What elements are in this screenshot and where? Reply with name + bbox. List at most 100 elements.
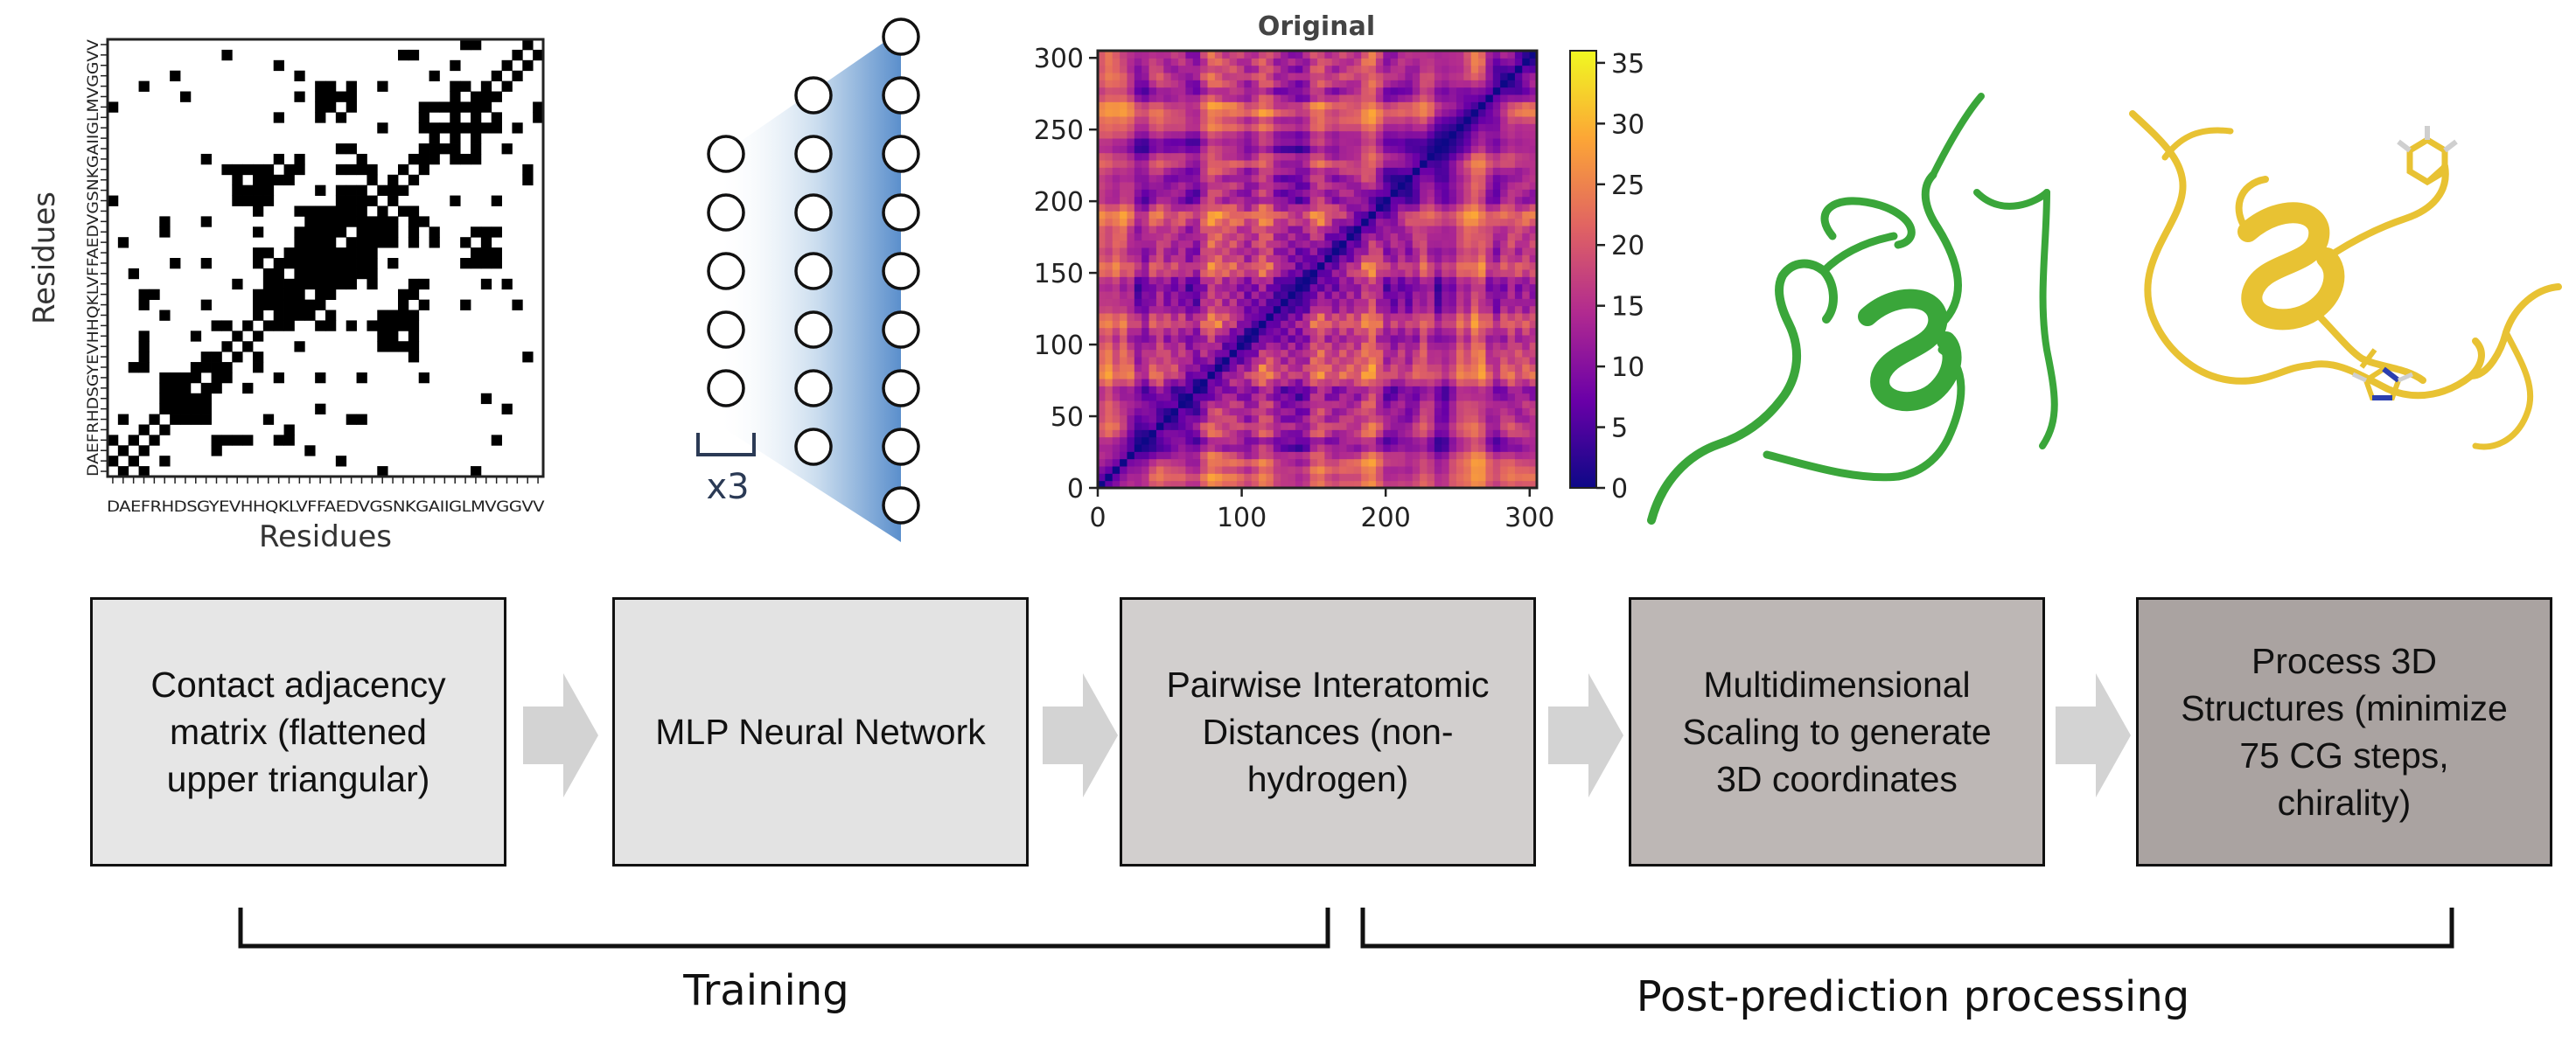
contact-cell bbox=[480, 393, 492, 405]
heat-cell bbox=[1200, 276, 1208, 285]
heat-cell bbox=[1192, 101, 1201, 110]
heat-cell bbox=[1266, 379, 1274, 386]
heat-cell bbox=[1353, 473, 1362, 482]
heat-cell bbox=[1178, 80, 1186, 88]
heat-cell bbox=[1405, 218, 1414, 226]
heat-cell bbox=[1251, 276, 1260, 285]
heat-cell bbox=[1442, 400, 1450, 408]
heat-cell bbox=[1353, 182, 1362, 190]
heat-cell bbox=[1178, 349, 1186, 358]
contact-cell bbox=[480, 91, 492, 102]
contact-cell bbox=[262, 174, 275, 186]
heat-cell bbox=[1222, 386, 1231, 394]
heat-cell bbox=[1456, 73, 1464, 80]
post-processing-bracket bbox=[1360, 908, 2454, 949]
heat-cell bbox=[1405, 335, 1414, 343]
heat-cell bbox=[1141, 51, 1150, 59]
heat-cell bbox=[1266, 160, 1274, 168]
heat-cell bbox=[1346, 400, 1355, 408]
contact-cell bbox=[108, 435, 119, 446]
heat-cell bbox=[1120, 123, 1127, 132]
heat-cell bbox=[1507, 101, 1516, 110]
heat-cell bbox=[1148, 138, 1157, 146]
heat-cell bbox=[1127, 298, 1135, 307]
heat-cell bbox=[1266, 123, 1274, 132]
heat-cell bbox=[1207, 429, 1216, 438]
heat-cell bbox=[1170, 73, 1179, 80]
heat-cell bbox=[1120, 451, 1127, 460]
heat-cell bbox=[1434, 94, 1442, 102]
heat-cell bbox=[1470, 386, 1479, 394]
heat-cell bbox=[1148, 320, 1157, 329]
heat-cell bbox=[1353, 261, 1362, 270]
heat-cell bbox=[1427, 276, 1435, 285]
heat-cell bbox=[1331, 386, 1340, 394]
heat-cell bbox=[1185, 189, 1194, 198]
heat-cell bbox=[1236, 204, 1245, 212]
heat-cell bbox=[1273, 80, 1281, 88]
contact-cell bbox=[418, 164, 429, 176]
heat-cell bbox=[1427, 458, 1435, 467]
heat-cell bbox=[1127, 160, 1135, 168]
heat-cell bbox=[1148, 167, 1157, 176]
predicted-coil-i bbox=[1973, 189, 2050, 210]
heat-cell bbox=[1507, 51, 1516, 59]
heat-cell bbox=[1485, 422, 1494, 430]
heat-cell bbox=[1259, 466, 1267, 474]
heat-cell bbox=[1236, 349, 1245, 358]
heat-cell bbox=[1405, 211, 1414, 219]
heat-cell bbox=[1251, 65, 1260, 73]
heat-cell bbox=[1442, 189, 1450, 198]
heat-cell bbox=[1200, 167, 1208, 176]
contact-cell bbox=[128, 435, 139, 446]
heat-cell bbox=[1390, 211, 1399, 219]
heat-cell bbox=[1500, 182, 1509, 190]
heat-cell bbox=[1405, 400, 1414, 408]
heat-cell bbox=[1412, 65, 1421, 73]
heat-cell bbox=[1434, 298, 1442, 307]
heat-cell bbox=[1434, 247, 1442, 255]
heat-cell bbox=[1434, 130, 1442, 139]
heat-cell bbox=[1170, 342, 1179, 351]
heat-cell bbox=[1346, 167, 1355, 176]
heat-cell bbox=[1456, 211, 1464, 219]
heat-cell bbox=[1273, 379, 1281, 386]
heat-cell bbox=[1485, 247, 1494, 255]
heat-cell bbox=[1529, 451, 1538, 460]
heat-cell bbox=[1442, 444, 1450, 452]
heat-cell bbox=[1112, 196, 1120, 205]
heat-cell bbox=[1309, 94, 1318, 102]
heat-cell bbox=[1522, 167, 1531, 176]
heat-cell bbox=[1485, 414, 1494, 423]
heat-cell bbox=[1207, 174, 1216, 183]
heat-cell bbox=[1500, 130, 1509, 139]
heat-cell bbox=[1405, 247, 1414, 255]
heat-cell bbox=[1134, 269, 1142, 277]
heat-cell bbox=[1361, 400, 1370, 408]
heat-cell bbox=[1266, 400, 1274, 408]
contact-cell bbox=[253, 247, 264, 259]
contact-cell bbox=[480, 258, 492, 269]
heat-cell bbox=[1185, 414, 1194, 423]
heat-cell bbox=[1192, 357, 1201, 365]
heat-cell bbox=[1353, 414, 1362, 423]
heat-cell bbox=[1259, 211, 1267, 219]
heat-cell bbox=[1214, 414, 1223, 423]
heat-cell bbox=[1331, 342, 1340, 351]
contact-cell bbox=[253, 331, 264, 342]
heat-cell bbox=[1098, 349, 1106, 358]
heat-cell bbox=[1170, 226, 1179, 233]
heat-cell bbox=[1185, 58, 1194, 66]
contact-cell bbox=[315, 237, 326, 248]
heat-cell bbox=[1281, 414, 1289, 423]
contact-cell bbox=[377, 184, 388, 196]
heat-cell bbox=[1295, 152, 1303, 161]
heat-cell bbox=[1398, 414, 1406, 423]
heat-cell bbox=[1485, 451, 1494, 460]
heat-cell bbox=[1412, 320, 1421, 329]
heat-cell bbox=[1514, 451, 1523, 460]
heat-cell bbox=[1449, 138, 1457, 146]
heat-cell bbox=[1463, 364, 1472, 372]
heat-cell bbox=[1251, 58, 1260, 66]
contact-cell bbox=[200, 351, 212, 363]
